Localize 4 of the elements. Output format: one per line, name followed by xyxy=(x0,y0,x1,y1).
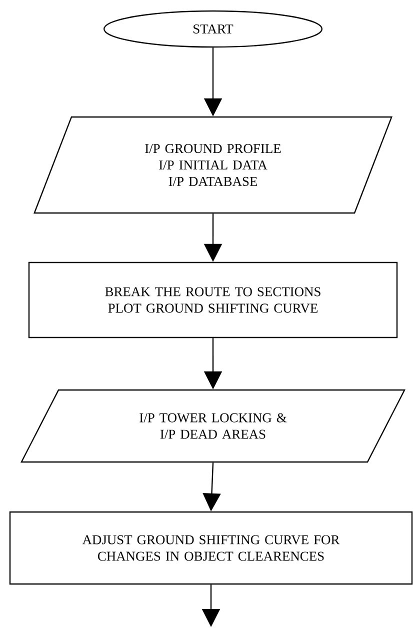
input-parallelogram: I/P GROUND PROFILE I/P INITIAL DATA I/P DATABASE xyxy=(34,116,392,214)
process-box: ADJUST GROUND SHIFTING CURVE FOR CHANGES IN OBJECT CLEARENCES xyxy=(9,511,413,585)
input-parallelogram: I/P TOWER LOCKING & I/P DEAD AREAS xyxy=(20,389,406,463)
process-box: BREAK THE ROUTE TO SECTIONS PLOT GROUND SHIFTING CURVE xyxy=(28,262,398,338)
